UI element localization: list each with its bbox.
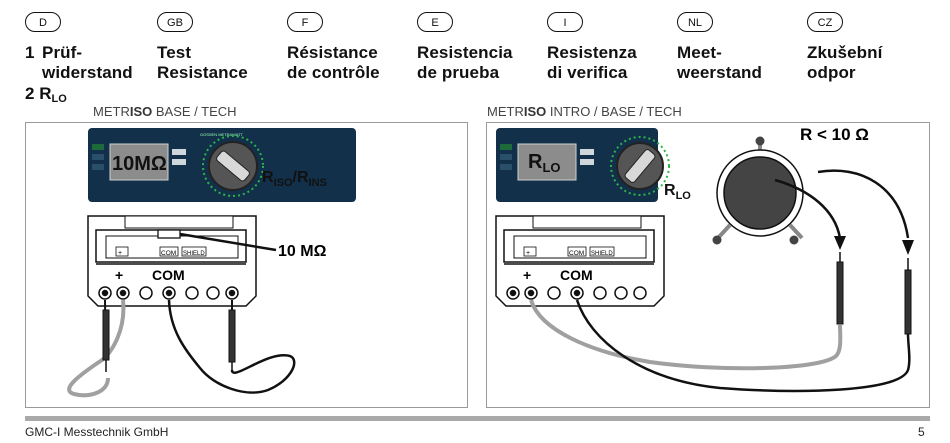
left-plus-label: + bbox=[115, 267, 123, 283]
right-display bbox=[517, 143, 577, 181]
left-display-text: 10MΩ bbox=[112, 153, 167, 175]
lang-badge-i: I bbox=[547, 12, 583, 32]
item-number-2: 2 bbox=[25, 84, 35, 103]
item-number-1: 1 bbox=[25, 43, 35, 62]
right-plus-label: + bbox=[523, 267, 531, 283]
right-inner-shield: SHIELD bbox=[591, 251, 613, 257]
page-number: 5 bbox=[918, 425, 925, 439]
right-inner-com: COM bbox=[569, 250, 584, 257]
right-figure-frame bbox=[486, 122, 930, 408]
lang-badge-gb: GB bbox=[157, 12, 193, 32]
left-knob-pointer bbox=[216, 150, 250, 182]
right-switch-label: RLO bbox=[664, 182, 691, 202]
item-2-sub: LO bbox=[51, 93, 67, 105]
right-com-label: COM bbox=[560, 267, 593, 283]
right-inner-plus: + bbox=[526, 250, 530, 257]
heading-f: Résistance de contrôle bbox=[287, 43, 380, 82]
device-under-test bbox=[712, 136, 804, 245]
resistance-condition-label: R < 10 Ω bbox=[800, 125, 869, 144]
left-figure-frame bbox=[25, 122, 468, 408]
heading-gb: Test Resistance bbox=[157, 43, 248, 82]
footer-company: GMC-I Messtechnik GmbH bbox=[25, 425, 169, 439]
left-com-label: COM bbox=[152, 267, 185, 283]
left-inner-plus: + bbox=[118, 250, 122, 257]
left-inner-shield: SHIELD bbox=[183, 251, 205, 257]
right-device: RLO RLO + COM SHIELD + COM bbox=[495, 128, 691, 307]
left-inner-com: COM bbox=[161, 250, 176, 257]
left-probe-2 bbox=[228, 309, 236, 363]
heading-i: Resistenza di verifica bbox=[547, 43, 637, 82]
heading-nl: Meet- weerstand bbox=[677, 43, 762, 82]
right-display-text: RLO bbox=[528, 151, 561, 175]
left-switch-label: RISO/RINS bbox=[262, 169, 327, 189]
right-black-lead bbox=[575, 299, 911, 393]
heading-d: Prüf- widerstand bbox=[42, 43, 133, 82]
lang-badge-e: E bbox=[417, 12, 453, 32]
right-figure-caption: METRISO INTRO / BASE / TECH bbox=[487, 104, 682, 119]
svg-text:GOSSEN METRAWATT: GOSSEN METRAWATT bbox=[200, 132, 244, 137]
right-probe-2 bbox=[904, 269, 912, 335]
left-resistor-label: 10 MΩ bbox=[278, 243, 327, 260]
motor-body bbox=[723, 156, 797, 230]
left-probe-1 bbox=[102, 309, 110, 361]
lang-badge-nl: NL bbox=[677, 12, 713, 32]
left-figure-caption: METRISO BASE / TECH bbox=[93, 104, 237, 119]
left-device: 10MΩ GOSSEN METRAWATT RISO/RINS + COM SH… bbox=[87, 128, 356, 307]
right-gray-lead bbox=[529, 299, 843, 371]
heading-e: Resistencia de prueba bbox=[417, 43, 513, 82]
left-display bbox=[109, 143, 169, 181]
right-probe-1 bbox=[836, 261, 844, 325]
left-black-lead bbox=[167, 299, 296, 394]
left-test-resistor bbox=[157, 229, 181, 239]
lang-badge-d: D bbox=[25, 12, 61, 32]
item-2: 2 RLO bbox=[25, 84, 67, 109]
lang-badge-f: F bbox=[287, 12, 323, 32]
footer-rule bbox=[25, 416, 930, 421]
left-gray-lead bbox=[67, 299, 126, 398]
lang-badge-cz: CZ bbox=[807, 12, 843, 32]
right-knob-pointer bbox=[624, 149, 656, 183]
heading-cz: Zkušební odpor bbox=[807, 43, 883, 82]
item-2-label: R bbox=[39, 84, 52, 103]
